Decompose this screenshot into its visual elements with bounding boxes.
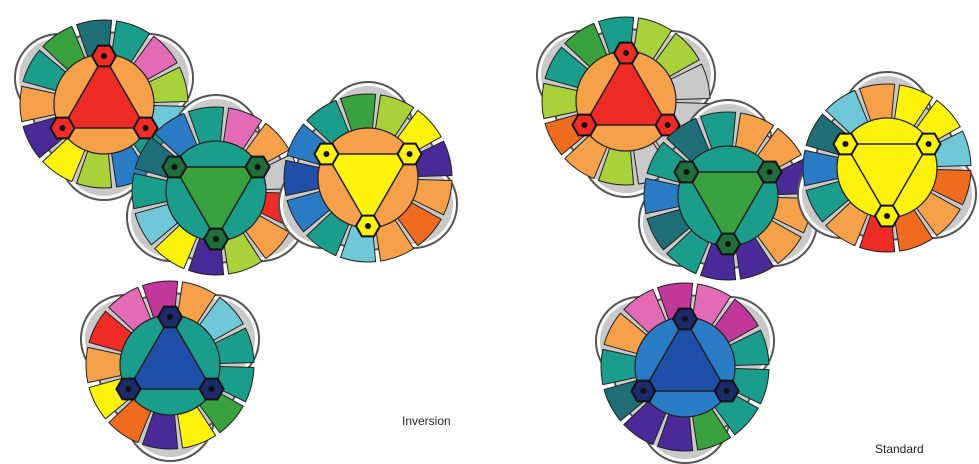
wheel-node-center [665,122,671,128]
wheel-node-center [884,213,890,219]
wheel-node-center [926,141,932,147]
wheel-node-center [623,50,629,56]
wheel-node-center [640,388,646,394]
wheel-node-center [365,223,371,229]
wheel-node-center [255,164,261,170]
wheel-node-center [171,164,177,170]
wheel-node-center [407,151,413,157]
wheel-node-center [167,314,173,320]
inversion-diagram [15,20,457,461]
inversion-label: Inversion [402,414,451,428]
wheel-node-center [143,125,149,131]
wheel-node-center [101,53,107,59]
wheel-node-center [683,169,689,175]
wheel-blue [81,281,259,461]
standard-diagram [537,17,976,463]
wheel-node-center [59,125,65,131]
wheel-yellow [798,72,976,252]
wheel-node-center [724,388,730,394]
wheel-node-center [725,241,731,247]
wheel-node-center [213,236,219,242]
wheel-node-center [125,386,131,392]
wheel-node-center [323,151,329,157]
standard-label: Standard [875,442,924,456]
wheel-node-center [581,122,587,128]
wheel-blue [596,283,774,463]
wheel-yellow [279,82,457,262]
wheel-node-center [209,386,215,392]
wheel-node-center [682,316,688,322]
wheel-node-center [842,141,848,147]
wheel-node-center [767,169,773,175]
